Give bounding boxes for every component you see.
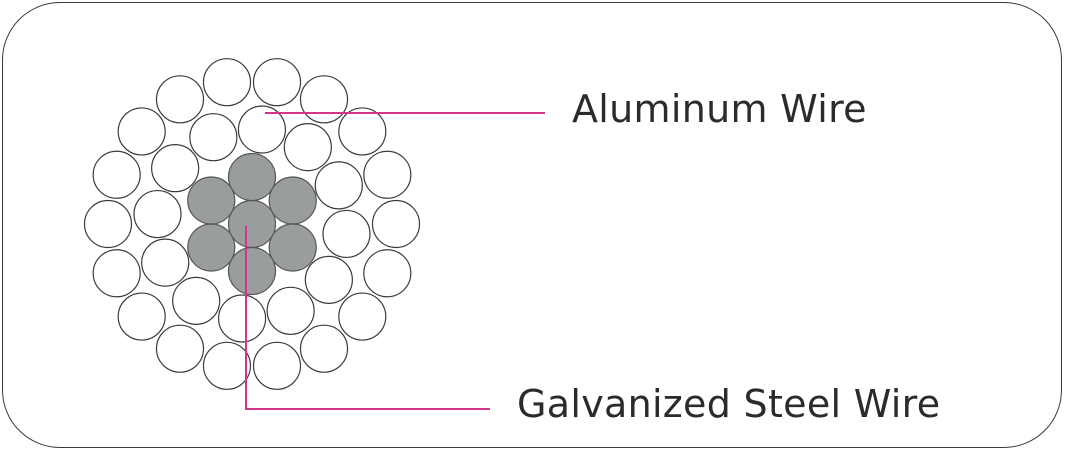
aluminum-wire bbox=[217, 294, 267, 343]
aluminum-wire bbox=[314, 161, 363, 210]
aluminum-inner-layer bbox=[133, 105, 371, 343]
leader-lines bbox=[245, 112, 545, 410]
aluminum-wire bbox=[83, 199, 133, 249]
aluminum-wire-label: Aluminum Wire bbox=[572, 87, 867, 131]
aluminum-wire bbox=[202, 341, 252, 390]
aluminum-wire bbox=[371, 199, 421, 249]
aluminum-wire bbox=[363, 249, 412, 298]
aluminum-wire bbox=[172, 276, 221, 325]
aluminum-wire bbox=[266, 286, 315, 335]
aluminum-wire bbox=[155, 75, 205, 124]
aluminum-wire bbox=[92, 150, 141, 199]
steel-wire bbox=[227, 246, 277, 296]
aluminum-wire bbox=[237, 105, 287, 154]
steel-wire bbox=[227, 199, 277, 249]
aluminum-wire bbox=[141, 238, 190, 287]
aluminum-wire bbox=[363, 150, 412, 199]
aluminum-wire bbox=[283, 123, 332, 172]
aluminum-wire bbox=[252, 58, 302, 107]
steel-wire bbox=[227, 152, 277, 202]
aluminum-wire bbox=[117, 292, 166, 341]
steel-core bbox=[187, 152, 317, 296]
aluminum-wire bbox=[252, 341, 302, 390]
steel-wire bbox=[268, 223, 317, 272]
aluminum-wire bbox=[299, 324, 349, 373]
aluminum-wire bbox=[133, 189, 182, 239]
aluminum-wire bbox=[151, 144, 200, 193]
steel-leader-line bbox=[245, 226, 490, 410]
steel-wire bbox=[268, 176, 317, 225]
steel-wire bbox=[187, 223, 236, 272]
aluminum-wire bbox=[92, 249, 141, 298]
aluminum-wire bbox=[189, 113, 238, 162]
steel-wire-label: Galvanized Steel Wire bbox=[517, 382, 941, 426]
aluminum-wire bbox=[322, 209, 371, 259]
aluminum-wire bbox=[304, 255, 353, 304]
aluminum-wire bbox=[202, 58, 252, 107]
aluminum-wire bbox=[117, 107, 166, 156]
aluminum-wire bbox=[299, 75, 349, 124]
steel-wire bbox=[187, 176, 236, 225]
aluminum-wire bbox=[338, 292, 387, 341]
aluminum-wire bbox=[155, 324, 205, 373]
aluminum-outer-layer bbox=[83, 58, 421, 390]
aluminum-wire bbox=[338, 107, 387, 156]
